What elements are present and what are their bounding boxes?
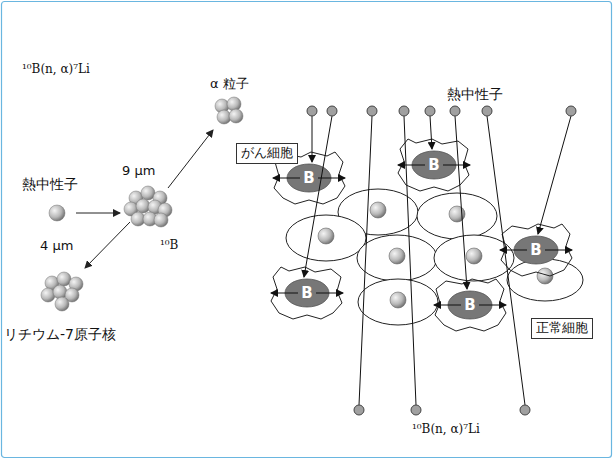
neutron-dots: [307, 106, 576, 415]
alpha-particle: [215, 97, 243, 124]
lithium-label: リチウム-7原子核: [4, 326, 116, 343]
lithium-nucleus: [41, 272, 83, 311]
boron-label: ¹⁰B: [160, 238, 178, 252]
reaction-formula: ¹⁰B(n, α)⁷Li: [412, 422, 480, 436]
arrow: [85, 222, 130, 268]
boron-mark: B: [464, 298, 475, 313]
normal-cells: [286, 189, 583, 325]
boron-mark: B: [303, 171, 314, 186]
reaction-formula: ¹⁰B(n, α)⁷Li: [22, 62, 90, 76]
label-box: がん細胞: [236, 143, 298, 164]
boron-mark: B: [530, 243, 541, 258]
boron-nucleus: [124, 186, 172, 227]
thermal-neutron-label: 熱中性子: [447, 86, 503, 103]
arrow: [168, 130, 213, 188]
boron-mark: B: [301, 286, 312, 301]
neutron-lines: [304, 116, 571, 405]
emission-arrows: [271, 165, 572, 305]
label-text: がん細胞: [241, 145, 293, 160]
neutron-sphere: [49, 205, 65, 221]
label-box: 正常細胞: [531, 318, 593, 339]
alpha-label: α 粒子: [210, 76, 249, 92]
thermal-neutron-label: 熱中性子: [22, 176, 78, 193]
label-text: 正常細胞: [536, 320, 588, 335]
range-label: 9 μm: [122, 163, 155, 179]
range-label: 4 μm: [40, 238, 73, 254]
arrow: [76, 213, 120, 214]
boron-mark: B: [428, 158, 439, 173]
